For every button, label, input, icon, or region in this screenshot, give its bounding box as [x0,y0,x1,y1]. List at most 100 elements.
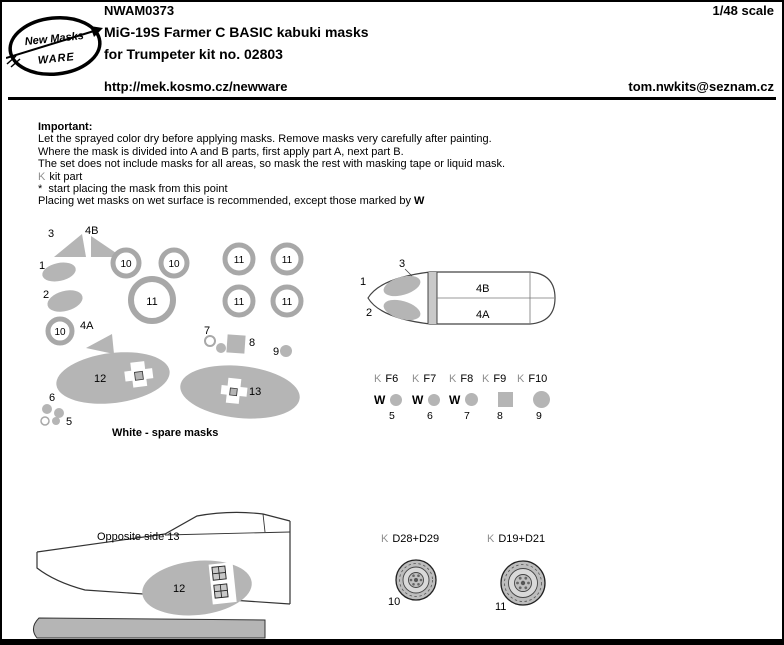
mask-square-8 [226,334,246,354]
mask-ring-11b [270,242,304,276]
logo-arrow-fletch [6,55,17,65]
mask-label-10a: 10 [120,259,132,270]
mask-label-8: 8 [249,337,255,349]
kit-part-number: F8 [460,373,474,385]
logo-arrow-shaft [6,30,95,59]
logo-ellipse [8,16,102,76]
mask-label-10c: 10 [54,327,66,338]
mask-label-11-big: 11 [146,296,157,308]
mask-label-2: 2 [43,289,49,301]
mask-label-11c: 11 [234,297,245,308]
mask-label-11a: 11 [234,255,245,266]
wet-note-text: Placing wet masks on wet surface is reco… [38,195,415,208]
kit-part-number: F7 [423,373,437,385]
wet-note: Placing wet masks on wet surface is reco… [38,195,738,207]
fuselage-outline [36,511,291,605]
kit-part-k: K [381,533,389,545]
mask-circle-5 [390,393,402,406]
logo-text-line2: WARE [37,51,75,67]
kit-part-text: kit part [49,170,83,183]
mask-square-8 [498,392,513,407]
mask-small-ring-7 [204,335,216,347]
mask-number: 7 [464,410,470,422]
mask-label-7: 7 [204,325,210,337]
windscreen-mask-2 [383,299,421,321]
wheel-mask-11 [500,560,546,606]
kit-part-k: K [482,373,490,385]
mask-ring-10a [110,247,142,279]
mask-label-11d: 11 [282,297,293,308]
wheel-number-10: 10 [388,596,401,608]
mask-label-9: 9 [273,346,279,358]
pointer-line-3 [404,268,413,277]
mask-ring-10c [45,316,75,346]
kit-part-k: K [412,373,420,385]
mask-label-11b: 11 [282,255,293,266]
logo-arrow-head [90,26,103,37]
kit-part-number: F10 [528,373,548,385]
mask-number: 8 [497,410,503,422]
newware-logo: New Masks WARE [6,16,103,76]
mask-circle-6 [428,393,440,406]
canopy-frame-band [428,272,437,324]
header-divider [8,97,776,100]
mask-ring-11d [270,284,304,318]
wheel-number-11: 11 [495,601,507,613]
mask-triangle-4b [91,236,122,257]
mask-label-3: 3 [48,228,54,240]
kit-part-k: K [487,533,495,545]
wheel-mask-10 [395,559,437,601]
important-notes: Important: Let the sprayed color dry bef… [38,121,738,208]
cockpit-sill-line [164,531,291,536]
mask-sheet-diagram: 3 4B 1 2 10 10 11 11 11 11 11 10 4A 7 8 … [39,225,304,428]
canopy-top-view: 3 1 2 4B 4A [360,258,556,325]
fuselage-side-view: 12 [33,511,291,639]
kit-part-number: F9 [493,373,507,385]
kit-part-k: K [517,373,525,385]
spare-masks-caption: White - spare masks [112,427,219,439]
scale-label: 1/48 scale [712,3,774,18]
note-line-2: Where the mask is divided into A and B p… [38,145,404,158]
note-line-3: The set does not include masks for all a… [38,158,506,171]
kit-part-number: D19+D21 [498,533,546,545]
contact-email: tom.nwkits@seznam.cz [628,79,774,94]
belly-mask-band [33,617,266,639]
mask-circle-9 [280,345,292,357]
product-title: MiG-19S Farmer C BASIC kabuki masks [104,24,369,40]
wet-mark: W [374,392,386,407]
mask-oval-12 [56,352,170,404]
mask-number: 9 [536,410,542,422]
important-heading: Important: [38,121,93,133]
product-code: NWAM0373 [104,3,175,18]
side-mask-label-12: 12 [173,583,185,595]
mask-ring-11c [222,284,256,318]
website-url: http://mek.kosmo.cz/newware [104,79,288,94]
kit-part-k: K [374,373,382,385]
product-subtitle: for Trumpeter kit no. 02803 [104,46,283,62]
wet-mark: W [412,392,424,407]
note-line-1: Let the sprayed color dry before applyin… [38,133,492,146]
mask-label-1: 1 [39,260,45,272]
mask-number: 6 [427,410,433,422]
side-mask-12 [142,560,252,616]
mask-ring-11a [222,242,256,276]
mask-circle-9 [533,391,550,408]
kit-part-number: F6 [385,373,399,385]
canopy-label-1: 1 [360,276,366,288]
mask-label-10b: 10 [168,259,180,270]
kit-part-number: D28+D29 [392,533,440,545]
mask-circle-7 [465,393,478,406]
mask-label-12: 12 [94,373,106,385]
wet-mark-w: W [414,195,425,208]
